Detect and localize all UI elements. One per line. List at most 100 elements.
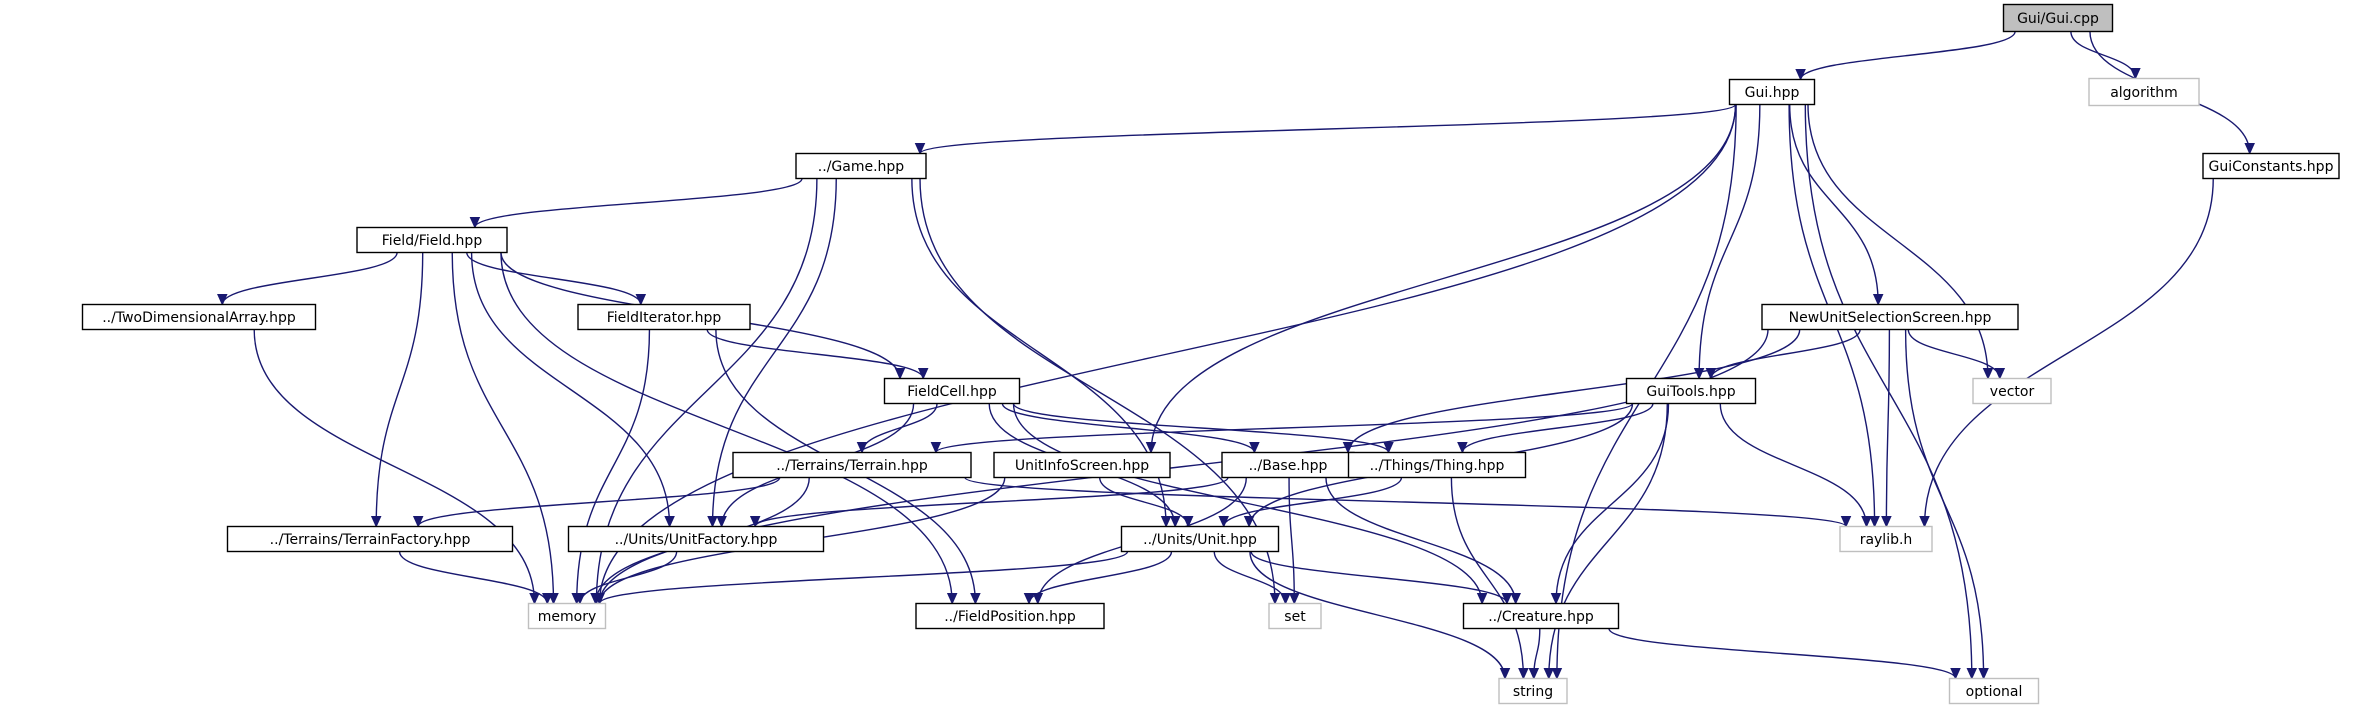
arrowhead-unit-to-set <box>1280 593 1291 605</box>
edge-base-to-set <box>1288 477 1295 604</box>
node-field[interactable]: Field/Field.hpp <box>356 226 508 254</box>
edge-twodim-to-memory <box>253 329 536 604</box>
arrowhead-unitinfo-to-unit <box>1182 516 1194 528</box>
node-label-creature: ../Creature.hpp <box>1488 609 1594 625</box>
edge-game-to-field <box>474 178 803 228</box>
edge-terrain-to-terrainfactory <box>417 477 781 527</box>
edge-guitools-to-creature <box>1555 403 1670 604</box>
node-label-unitinfo: UnitInfoScreen.hpp <box>1015 458 1149 474</box>
edge-unit-to-string <box>1249 551 1506 679</box>
node-unitinfo[interactable]: UnitInfoScreen.hpp <box>993 451 1171 479</box>
edge-gui_hpp-to-vector <box>1807 104 1989 379</box>
node-fielditer[interactable]: FieldIterator.hpp <box>577 303 751 331</box>
arrowhead-field-to-fielditer <box>635 293 647 306</box>
arrowhead-creature-to-string <box>1528 668 1540 680</box>
node-thing[interactable]: ../Things/Thing.hpp <box>1347 451 1527 479</box>
edge-guitools-to-string <box>1548 403 1668 679</box>
node-label-optional: optional <box>1966 684 2023 700</box>
node-label-vector: vector <box>1990 384 2035 400</box>
node-creature[interactable]: ../Creature.hpp <box>1462 602 1620 630</box>
node-unitfactory[interactable]: ../Units/UnitFactory.hpp <box>567 525 825 553</box>
node-box-newunit <box>1761 303 2019 331</box>
arrowhead-base-to-creature <box>1510 593 1521 605</box>
edge-guiconstants-to-raylib <box>1923 178 2214 527</box>
node-label-fieldcell: FieldCell.hpp <box>907 384 997 400</box>
arrowhead-field-to-fieldpos <box>946 593 958 605</box>
node-box-thing <box>1347 451 1527 479</box>
arrowhead-fieldcell-to-creature <box>1476 593 1488 605</box>
arrowhead-gui_hpp-to-unitinfo <box>1145 442 1157 454</box>
edge-unit-to-fieldpos <box>1028 551 1173 604</box>
arrowhead-fieldcell-to-terrain <box>856 441 868 454</box>
edge-gui_hpp-to-memory <box>598 104 1737 604</box>
edge-newunit-to-raylib <box>1885 329 1891 527</box>
arrowhead-gui_cpp-to-gui_hpp <box>1795 68 1806 81</box>
arrowhead-gui_hpp-to-guitools <box>1693 368 1705 380</box>
node-box-gui_hpp <box>1728 78 1816 106</box>
edge-gui_hpp-to-game <box>919 103 1737 155</box>
arrowhead-guitools-to-unit <box>1243 516 1255 528</box>
arrowhead-gui_hpp-to-string <box>1551 668 1563 680</box>
node-fieldcell[interactable]: FieldCell.hpp <box>883 377 1021 405</box>
node-box-vector <box>1972 377 2052 405</box>
node-terrain[interactable]: ../Terrains/Terrain.hpp <box>732 451 972 479</box>
node-gui_hpp[interactable]: Gui.hpp <box>1728 78 1816 106</box>
node-newunit[interactable]: NewUnitSelectionScreen.hpp <box>1761 303 2019 331</box>
node-box-unit <box>1120 525 1280 553</box>
node-box-fieldpos <box>915 602 1105 630</box>
node-box-guiconstants <box>2202 152 2340 180</box>
node-game[interactable]: ../Game.hpp <box>795 152 927 180</box>
node-fieldpos[interactable]: ../FieldPosition.hpp <box>915 602 1105 630</box>
node-label-raylib: raylib.h <box>1860 532 1913 548</box>
arrowhead-field-to-unitfactory <box>664 516 675 528</box>
arrowhead-field-to-twodim <box>217 293 228 306</box>
edge-thing-to-string <box>1450 477 1525 679</box>
edge-newunit-to-optional <box>1904 329 1985 679</box>
arrowhead-base-to-unitfactory <box>749 516 761 528</box>
arrowhead-gui_hpp-to-newunit <box>1872 294 1884 306</box>
node-label-memory: memory <box>538 609 597 625</box>
edge-field-to-memory <box>451 252 555 604</box>
edge-gui_cpp-to-gui_hpp <box>1799 31 2016 80</box>
arrowhead-terrainfactory-to-memory <box>542 593 553 605</box>
node-guiconstants[interactable]: GuiConstants.hpp <box>2202 152 2340 180</box>
node-box-fieldcell <box>883 377 1021 405</box>
node-label-base: ../Base.hpp <box>1249 458 1328 474</box>
node-twodim[interactable]: ../TwoDimensionalArray.hpp <box>81 303 317 331</box>
node-box-algorithm <box>2088 77 2200 107</box>
arrowhead-twodim-to-memory <box>529 593 540 605</box>
node-unit[interactable]: ../Units/Unit.hpp <box>1120 525 1280 553</box>
node-label-gui_cpp: Gui/Gui.cpp <box>2017 11 2099 27</box>
node-terrainfactory[interactable]: ../Terrains/TerrainFactory.hpp <box>226 525 514 553</box>
node-label-guiconstants: GuiConstants.hpp <box>2209 159 2334 175</box>
arrowhead-gui_hpp-to-game <box>914 142 926 155</box>
node-label-fieldpos: ../FieldPosition.hpp <box>944 609 1076 625</box>
edge-fielditer-to-memory <box>576 329 651 604</box>
arrowhead-unit-to-string <box>1499 668 1511 680</box>
node-box-field <box>356 226 508 254</box>
edge-fielditer-to-fieldcell <box>706 329 924 379</box>
edge-thing-to-unit <box>1223 477 1403 527</box>
edge-newunit-to-guitools <box>1710 329 1861 379</box>
node-box-unitinfo <box>993 451 1171 479</box>
node-box-twodim <box>81 303 317 331</box>
node-box-optional <box>1948 677 2040 705</box>
edge-field-to-terrainfactory <box>375 252 424 527</box>
edge-gui_hpp-to-newunit <box>1789 104 1879 305</box>
node-label-field: Field/Field.hpp <box>382 233 483 249</box>
node-label-guitools: GuiTools.hpp <box>1646 384 1735 400</box>
arrowhead-guitools-to-thing <box>1457 441 1468 454</box>
node-base[interactable]: ../Base.hpp <box>1221 451 1355 479</box>
edge-terrainfactory-to-memory <box>398 551 548 604</box>
node-guitools[interactable]: GuiTools.hpp <box>1625 377 1757 405</box>
arrowhead-fieldcell-to-base <box>1249 441 1260 454</box>
node-gui_cpp[interactable]: Gui/Gui.cpp <box>2002 3 2114 33</box>
node-box-string <box>1498 677 1568 705</box>
arrowhead-game-to-set <box>1269 593 1281 605</box>
node-label-string: string <box>1513 684 1553 700</box>
edge-base-to-unitfactory <box>754 476 1229 528</box>
node-label-unit: ../Units/Unit.hpp <box>1143 532 1257 548</box>
edge-unit-to-creature <box>1250 551 1508 604</box>
node-raylib: raylib.h <box>1839 525 1933 553</box>
